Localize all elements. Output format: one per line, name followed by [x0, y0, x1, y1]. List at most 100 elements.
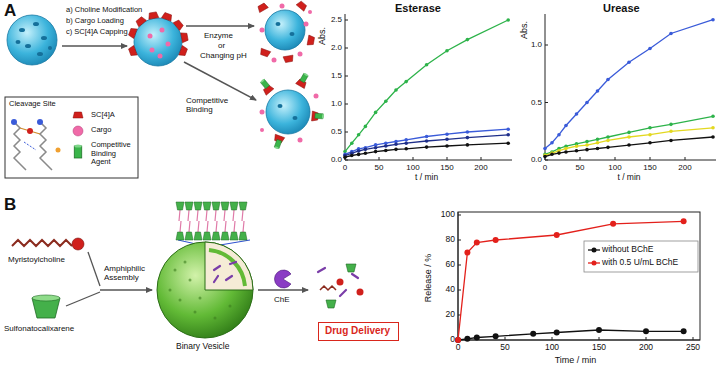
illustration-circle	[27, 128, 33, 134]
calixarene-head	[212, 202, 220, 210]
illustration-circle	[189, 279, 192, 282]
tick-label: 100	[608, 163, 621, 172]
data-point	[394, 88, 398, 92]
chart-title: Urease	[603, 2, 640, 15]
illustration-circle	[157, 242, 253, 338]
illustration-circle	[184, 261, 187, 264]
axis-title: Abs.	[317, 27, 327, 45]
data-point	[648, 126, 652, 130]
data-point	[596, 147, 600, 151]
axis-line	[545, 14, 546, 160]
data-point	[585, 101, 589, 105]
illustration-circle	[166, 42, 171, 47]
data-point	[585, 148, 589, 152]
illustration-use	[260, 79, 270, 89]
data-point	[606, 78, 610, 82]
illustration-use	[315, 113, 324, 119]
illustration-line	[220, 240, 250, 245]
data-point	[357, 133, 361, 137]
illustration-circle	[150, 48, 155, 53]
data-point	[575, 149, 579, 153]
data-point	[493, 333, 499, 339]
illustration-circle	[357, 289, 364, 296]
illustration-use	[148, 12, 159, 20]
data-point	[711, 18, 715, 22]
arrow-label: Enzyme	[204, 31, 233, 40]
illustration-circle	[266, 90, 310, 134]
data-line	[545, 20, 713, 149]
legend-sample	[592, 248, 597, 253]
illustration-rect	[5, 97, 138, 178]
data-point	[364, 125, 368, 129]
calixarene-head	[194, 232, 202, 240]
lipid-tail	[198, 221, 199, 232]
illustration-circle	[72, 238, 84, 250]
tick-label: 250	[686, 343, 700, 353]
illustration-use	[296, 0, 308, 11]
data-point	[445, 132, 449, 136]
legend-text: Competitive Binding Agent	[91, 141, 137, 167]
data-point	[404, 138, 408, 142]
data-point	[564, 150, 568, 154]
illustration-circle	[194, 311, 197, 314]
tick-mark	[458, 240, 461, 241]
tick-mark	[580, 157, 581, 160]
tick-label: 50	[500, 343, 509, 353]
illustration-ellipse	[16, 40, 21, 44]
lipid-tail	[233, 210, 234, 221]
data-point	[564, 124, 568, 128]
data-point	[466, 38, 470, 42]
tick-mark	[693, 337, 694, 340]
illustration-circle	[199, 297, 202, 300]
tick-label: 50	[576, 163, 585, 172]
data-point	[596, 89, 600, 93]
calixarene-head	[230, 202, 238, 210]
tick-label: 0	[343, 163, 347, 172]
data-point	[384, 99, 388, 103]
calixarene-head	[176, 202, 184, 210]
molecule-name: Myristoylcholine	[8, 255, 65, 264]
illustration-ellipse	[19, 28, 25, 32]
arrow-label: Changing pH	[200, 51, 247, 60]
data-point	[557, 151, 561, 155]
data-point	[711, 135, 715, 139]
data-point	[343, 155, 347, 159]
calixarene-head	[203, 232, 211, 240]
illustration-polyline	[12, 240, 72, 246]
tick-mark	[458, 290, 461, 291]
axis-line	[458, 340, 700, 341]
data-point	[506, 133, 510, 137]
calixarene-head	[212, 232, 220, 240]
illustration-circle	[11, 119, 17, 125]
data-point	[384, 149, 388, 153]
illustration-circle	[158, 54, 163, 59]
data-point	[464, 336, 470, 342]
illustration-g	[148, 28, 171, 59]
calixarene-head	[239, 232, 247, 240]
legend-text: SC[4]A	[91, 111, 115, 120]
illustration-circle	[265, 10, 305, 50]
calixarene-head	[221, 232, 229, 240]
tick-mark	[615, 157, 616, 160]
calixarene-head	[239, 202, 247, 210]
illustration-line	[230, 262, 236, 264]
tick-mark	[413, 157, 414, 160]
data-point	[425, 63, 429, 67]
tick-label: 0	[456, 343, 461, 353]
illustration-path	[326, 300, 336, 308]
tick-mark	[345, 48, 348, 49]
lipid-tail	[224, 210, 225, 221]
illustration-circle	[298, 52, 303, 57]
calixarene-head	[185, 202, 193, 210]
axis-line	[458, 212, 459, 340]
lipid-tail	[234, 221, 235, 232]
data-point	[648, 47, 652, 51]
illustration-circle	[148, 34, 153, 39]
tick-label: 1.5	[331, 71, 342, 80]
illustration-circle	[160, 28, 165, 33]
tick-mark	[379, 157, 380, 160]
box-text: Drug Delivery	[325, 325, 392, 337]
illustration-circle	[260, 128, 264, 132]
data-point	[364, 148, 368, 152]
axis-line	[345, 160, 512, 161]
